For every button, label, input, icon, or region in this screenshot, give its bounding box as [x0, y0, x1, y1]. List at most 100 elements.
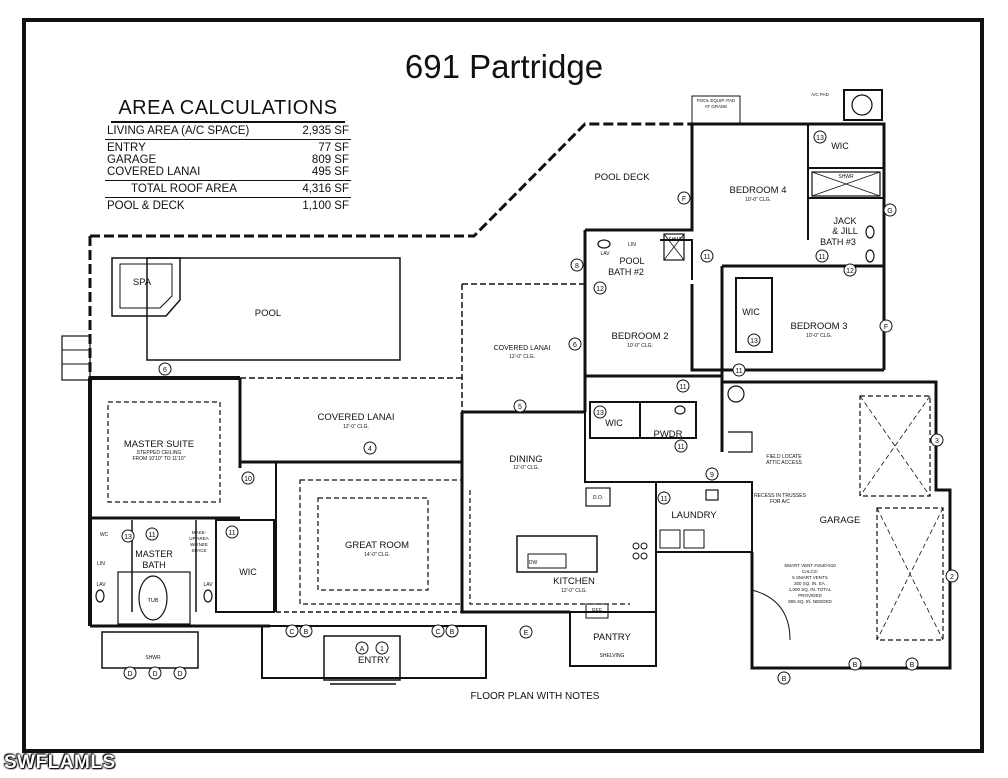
label-smart-vent-5: 1,000 SQ. IN. TOTAL: [789, 587, 832, 592]
callout-11h: 11: [228, 530, 235, 537]
label-kitchen: KITCHEN: [553, 576, 595, 587]
label-wic-bedroom-4: WIC: [831, 141, 849, 151]
callout-Fb: F: [884, 324, 888, 331]
label-shwr-bedroom-4: SHWR: [838, 174, 854, 180]
mls-watermark: SWFLAMLS: [4, 752, 116, 773]
label-ref: REF: [592, 608, 602, 614]
label-master-suite-note2: FROM 10'10" TO 11'10": [133, 456, 186, 462]
callout-Be: B: [782, 676, 787, 683]
label-smart-vent-7: 806 SQ. IN. NEEDED: [788, 599, 832, 604]
label-entry: ENTRY: [358, 655, 391, 666]
pool-shape: [146, 257, 401, 361]
label-smart-vent-4: 200 SQ. IN. EA.: [794, 581, 826, 586]
callout-3: 3: [935, 438, 939, 445]
callout-12b: 12: [846, 268, 854, 275]
callout-11d: 11: [735, 368, 742, 375]
callout-11b: 11: [818, 254, 825, 261]
label-wic-master: WIC: [239, 567, 257, 577]
label-tub: TUB: [148, 598, 159, 604]
label-smart-vent-6: PROVIDED: [798, 593, 822, 598]
label-pwdr: PWDR: [653, 429, 682, 440]
label-garage: GARAGE: [820, 515, 861, 526]
label-lav-pool-bath: LAV: [600, 251, 610, 257]
label-jack-jill-1: JACK: [833, 216, 856, 226]
label-great-room-clg: 14'-0" CLG.: [364, 552, 390, 558]
callout-Bc: B: [853, 662, 858, 669]
label-pool-bath-2: BATH #2: [608, 267, 644, 277]
ac-unit: [843, 89, 883, 121]
callout-13: 13: [816, 135, 824, 142]
label-covered-lanai-right-clg: 12'-0" CLG.: [509, 354, 535, 360]
label-bedroom-4: BEDROOM 4: [729, 185, 786, 196]
callout-8: 8: [575, 263, 579, 270]
label-shelving: SHELVING: [600, 653, 625, 659]
label-dining: DINING: [509, 454, 542, 465]
label-bedroom-3-clg: 10'-0" CLG.: [806, 333, 832, 339]
label-field-locate-1: FIELD LOCATE: [766, 454, 802, 460]
entry-porch: [261, 625, 487, 679]
label-covered-lanai-right: COVERED LANAI: [494, 345, 551, 352]
callout-Bd: B: [910, 662, 915, 669]
spa-shape: [111, 257, 181, 317]
label-dining-clg: 12'-0" CLG.: [513, 465, 539, 471]
callout-G: G: [887, 208, 892, 215]
label-kitchen-clg: 12'-0" CLG.: [561, 588, 587, 594]
kitchen-island: [516, 535, 598, 573]
callout-13c: 13: [596, 410, 604, 417]
garage-walls: [720, 376, 952, 670]
callout-11: 11: [703, 254, 710, 261]
label-lav-master-2: LAV: [203, 582, 213, 588]
label-wic-bedroom-3: WIC: [742, 307, 760, 317]
label-master-suite: MASTER SUITE: [124, 439, 194, 450]
callout-11f: 11: [660, 496, 667, 503]
callout-A: A: [360, 646, 365, 653]
callout-11c: 11: [679, 384, 686, 391]
callout-D1: D: [127, 671, 132, 678]
tub-shape: [138, 575, 168, 621]
label-make-up-2: UP AREA: [189, 536, 208, 541]
plan-caption: FLOOR PLAN WITH NOTES: [471, 691, 600, 702]
callout-1: 1: [380, 646, 384, 653]
label-pantry: PANTRY: [593, 632, 631, 643]
label-covered-lanai: COVERED LANAI: [317, 412, 394, 423]
callout-B: B: [304, 629, 309, 636]
callout-12: 12: [596, 286, 604, 293]
callout-11g: 11: [148, 532, 155, 539]
label-smart-vent-2: CALCS:: [802, 569, 818, 574]
label-master-bath-2: BATH: [142, 560, 165, 570]
label-pool-equip-1: POOL EQUIP. PAD: [697, 98, 736, 103]
callout-D2: D: [152, 671, 157, 678]
label-covered-lanai-clg: 12'-0" CLG.: [343, 424, 369, 430]
callout-13b: 13: [750, 338, 758, 345]
callout-C: C: [289, 629, 294, 636]
label-bedroom-2: BEDROOM 2: [611, 331, 668, 342]
label-jack-jill-2: & JILL: [832, 226, 858, 236]
area-calculations-table: AREA CALCULATIONS LIVING AREA (A/C SPACE…: [105, 97, 351, 212]
area-calculations-heading: AREA CALCULATIONS: [111, 97, 345, 123]
area-row-living: LIVING AREA (A/C SPACE)2,935 SF: [107, 125, 349, 137]
label-lin-master: LIN: [97, 561, 105, 567]
callout-6b: 6: [573, 342, 577, 349]
callout-10: 10: [244, 476, 252, 483]
label-pool-equip-2: AT GRADE: [705, 104, 728, 109]
label-master-bath-1: MASTER: [135, 549, 173, 559]
callout-Cb: C: [435, 629, 440, 636]
pool-deck-outline: [90, 122, 692, 238]
callout-Bb: B: [450, 629, 455, 636]
label-wic-hall: WIC: [605, 418, 623, 428]
label-lav-master-1: LAV: [96, 582, 106, 588]
label-wc-master: WC: [100, 532, 109, 538]
callout-D3: D: [177, 671, 182, 678]
label-recess-1: RECESS IN TRUSSES: [754, 493, 807, 499]
label-shwr-master: SHWR: [145, 655, 161, 661]
callout-F: F: [682, 196, 686, 203]
label-laundry: LAUNDRY: [671, 510, 717, 521]
label-make-up-3: W/KNEE: [190, 542, 208, 547]
label-master-suite-note1: STEPPED CEILING: [137, 450, 182, 456]
callout-4: 4: [368, 446, 372, 453]
label-smart-vent-1: SMART VENT #1540-510: [784, 563, 836, 568]
label-bedroom-3: BEDROOM 3: [790, 321, 847, 332]
